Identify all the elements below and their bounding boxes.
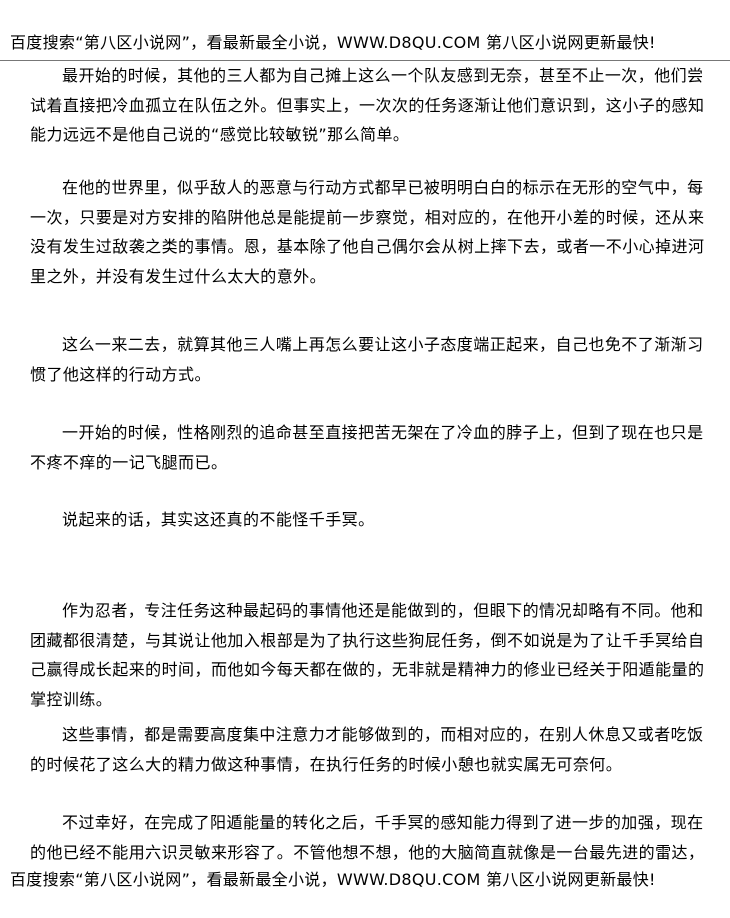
- paragraph-line: 团藏都很清楚，与其说让他加入根部是为了执行这些狗屁任务，倒不如说是为了让千手冥给…: [30, 630, 705, 650]
- paragraph-line: 的他已经不能用六识灵敏来形容了。不管他想不想，他的大脑简直就像是一台最先进的雷达…: [30, 842, 705, 862]
- paragraph: 这些事情，都是需要高度集中注意力才能够做到的，而相对应的，在别人休息又或者吃饭的…: [30, 720, 720, 779]
- paragraph: 在他的世界里，似乎敌人的恶意与行动方式都早已被明明白白的标示在无形的空气中，每一…: [30, 173, 720, 291]
- paragraph-line: 这些事情，都是需要高度集中注意力才能够做到的，而相对应的，在别人休息又或者吃饭: [62, 725, 704, 744]
- header-divider: [0, 60, 730, 61]
- paragraph-line: 惯了他这样的行动方式。: [30, 364, 211, 384]
- paragraph: 说起来的话，其实这还真的不能怪千手冥。: [30, 505, 720, 535]
- paragraph-line: 的时候花了这么大的精力做这种事情，在执行任务的时候小憩也就实属无可奈何。: [30, 754, 623, 774]
- paragraph-line: 没有发生过敌袭之类的事情。恩，基本除了他自己偶尔会从树上摔下去，或者一不小心掉进…: [30, 237, 705, 256]
- paragraph: 不过幸好，在完成了阳遁能量的转化之后，千手冥的感知能力得到了进一步的加强，现在的…: [30, 808, 720, 867]
- paragraph-line: 不过幸好，在完成了阳遁能量的转化之后，千手冥的感知能力得到了进一步的加强，现在: [62, 813, 704, 832]
- paragraph-line: 最开始的时候，其他的三人都为自己摊上这么一个队友感到无奈，甚至不止一次，他们尝: [62, 66, 704, 85]
- paragraph: 一开始的时候，性格刚烈的追命甚至直接把苦无架在了冷血的脖子上，但到了现在也只是不…: [30, 418, 720, 477]
- site-banner-header: 百度搜索“第八区小说网”，看最新最全小说，WWW.D8QU.COM 第八区小说网…: [10, 33, 656, 52]
- paragraph-line: 作为忍者，专注任务这种最起码的事情他还是能做到的，但眼下的情况却略有不同。他和: [62, 601, 704, 620]
- paragraph: 作为忍者，专注任务这种最起码的事情他还是能做到的，但眼下的情况却略有不同。他和团…: [30, 596, 720, 714]
- paragraph-line: 己赢得成长起来的时间，而他如今每天都在做的，无非就是精神力的修业已经关于阳遁能量…: [30, 660, 705, 679]
- paragraph-line: 能力远远不是他自己说的“感觉比较敏锐”那么简单。: [30, 125, 410, 144]
- paragraph-line: 掌控训练。: [30, 689, 113, 709]
- paragraph: 这么一来二去，就算其他三人嘴上再怎么要让这小子态度端正起来，自己也免不了渐渐习惯…: [30, 330, 720, 389]
- paragraph-line: 试着直接把冷血孤立在队伍之外。但事实上，一次次的任务逐渐让他们意识到，这小子的感…: [30, 95, 705, 115]
- paragraph-line: 在他的世界里，似乎敌人的恶意与行动方式都早已被明明白白的标示在无形的空气中，每: [62, 178, 704, 197]
- paragraph-line: 这么一来二去，就算其他三人嘴上再怎么要让这小子态度端正起来，自己也免不了渐渐习: [62, 335, 704, 354]
- site-banner-footer: 百度搜索“第八区小说网”，看最新最全小说，WWW.D8QU.COM 第八区小说网…: [10, 870, 656, 889]
- paragraph-line: 说起来的话，其实这还真的不能怪千手冥。: [62, 510, 375, 529]
- paragraph-line: 不疼不痒的一记飞腿而已。: [30, 452, 228, 472]
- paragraph: 最开始的时候，其他的三人都为自己摊上这么一个队友感到无奈，甚至不止一次，他们尝试…: [30, 61, 720, 150]
- paragraph-line: 一次，只要是对方安排的陷阱他总是能提前一步察觉，相对应的，在他开小差的时候，还从…: [30, 207, 705, 227]
- paragraph-line: 里之外，并没有发生过什么太大的意外。: [30, 266, 327, 286]
- paragraph-line: 一开始的时候，性格刚烈的追命甚至直接把苦无架在了冷血的脖子上，但到了现在也只是: [62, 423, 704, 442]
